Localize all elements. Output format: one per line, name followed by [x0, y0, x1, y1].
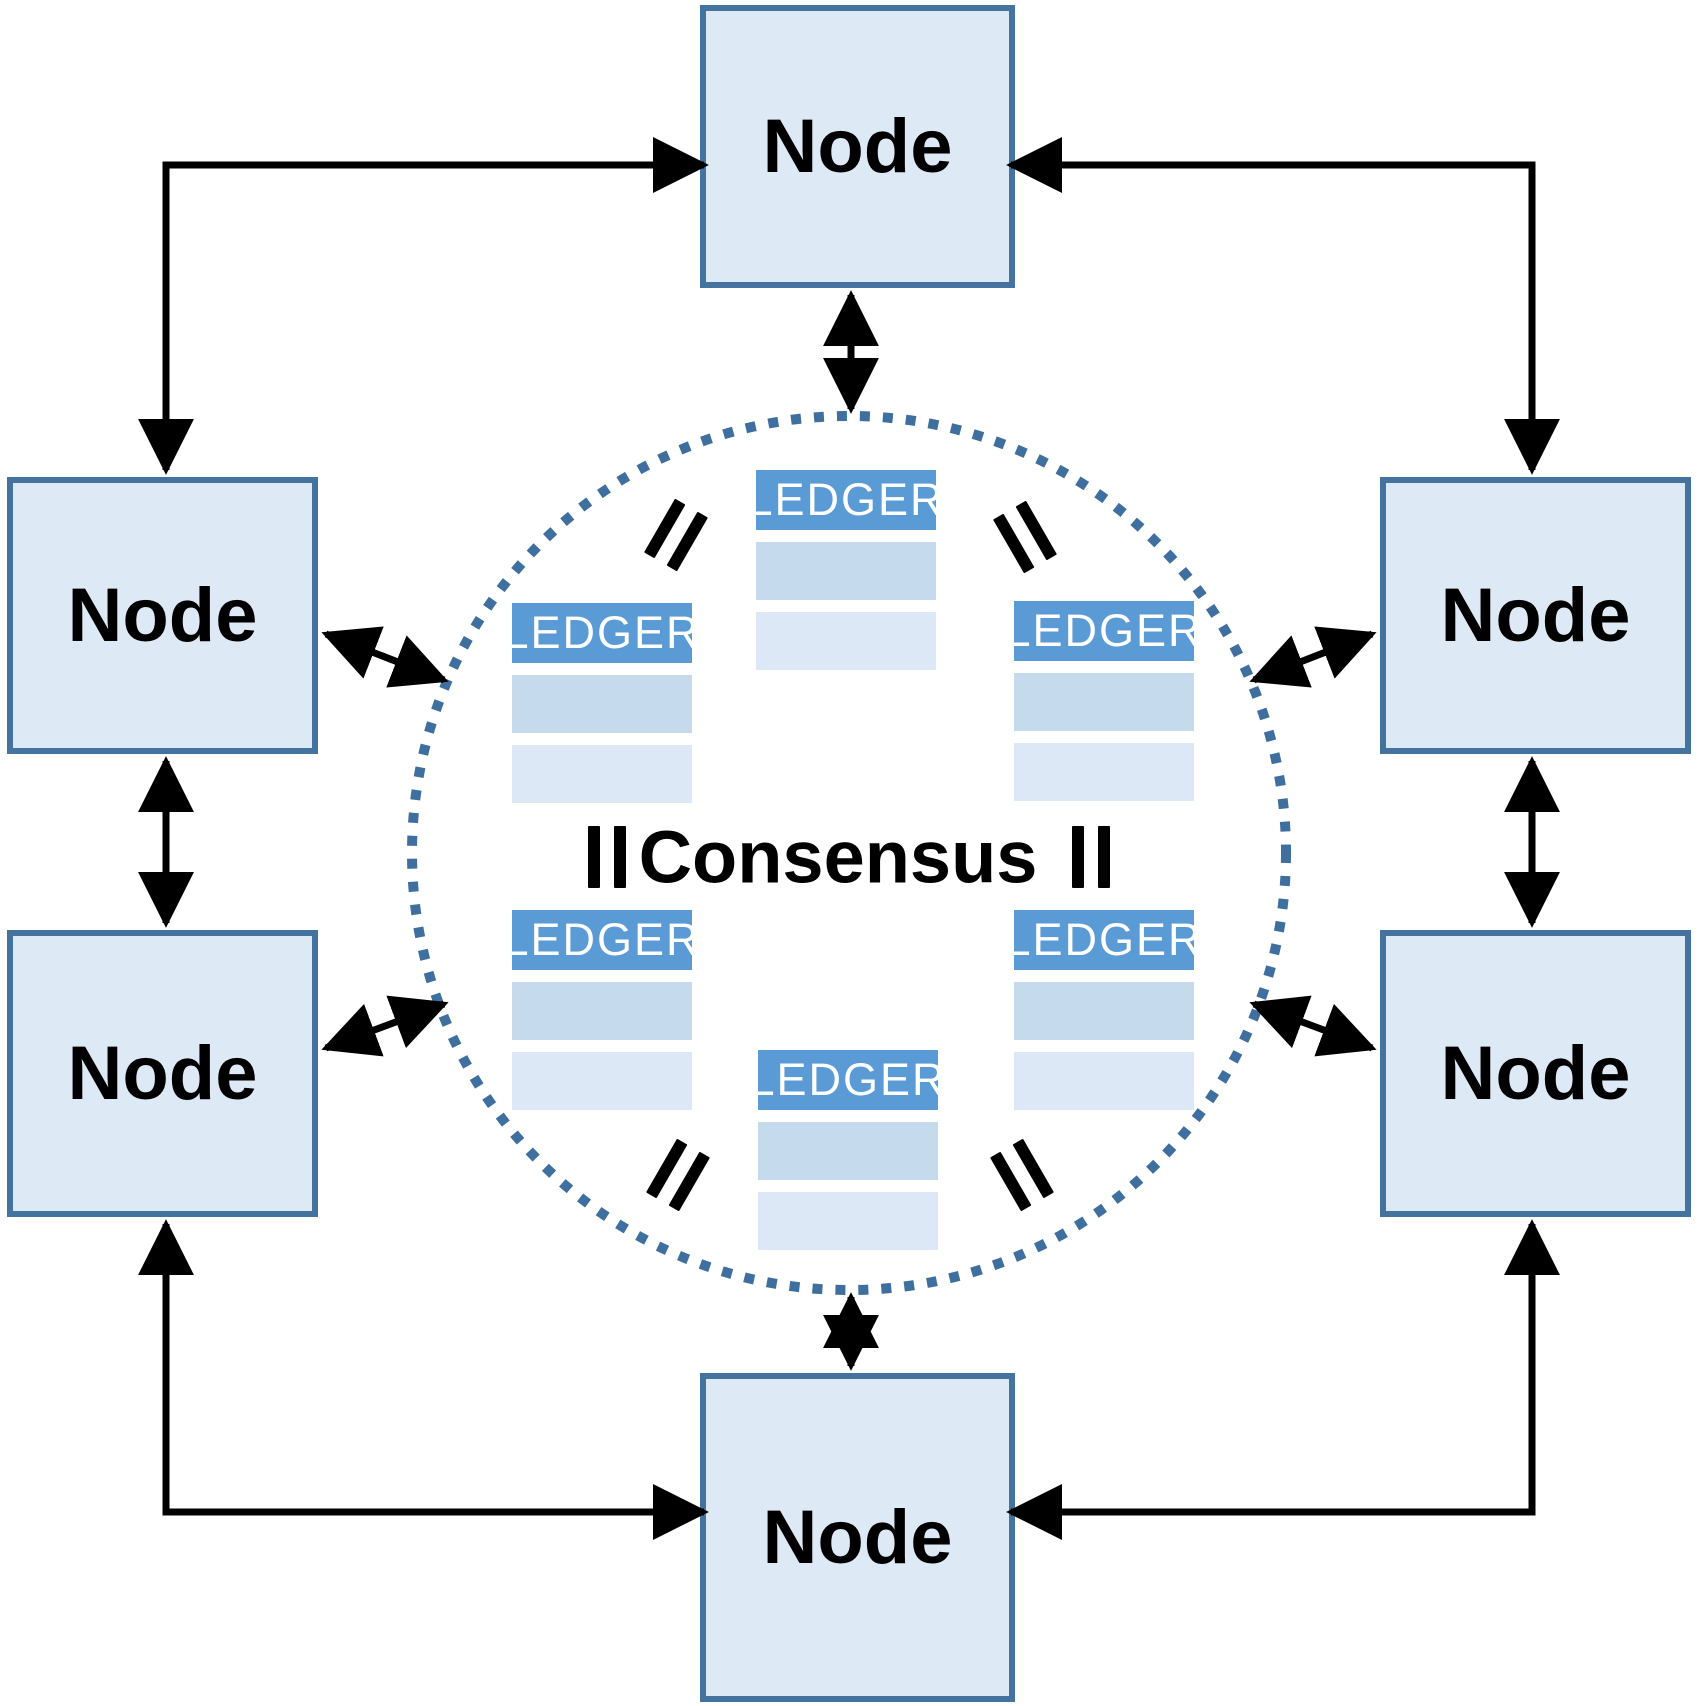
node-label: Node: [1440, 573, 1631, 658]
node-box-left-upper: Node: [7, 477, 318, 754]
node-box-right-lower: Node: [1380, 930, 1691, 1217]
arrow-right-upper-node-to-circle: [1249, 626, 1377, 688]
ledger-table-left-lower: LEDGER: [503, 910, 699, 1110]
equals-icon: [588, 826, 626, 888]
ledger-table-right-lower: LEDGER: [1005, 910, 1201, 1110]
node-label: Node: [762, 1495, 953, 1580]
ledger-header: LEDGER: [1005, 910, 1201, 970]
ledger-table-left-upper: LEDGER: [503, 603, 699, 803]
equals-icon: [1072, 826, 1110, 888]
equals-icon: [644, 498, 708, 572]
ledger-header: LEDGER: [503, 910, 699, 970]
ledger-header: LEDGER: [503, 603, 699, 663]
ledger-row: [758, 1122, 938, 1180]
ledger-table-top: LEDGER: [747, 470, 943, 670]
ledger-header: LEDGER: [1005, 601, 1201, 661]
ledger-row: [1014, 1052, 1194, 1110]
ledger-header: LEDGER: [747, 470, 943, 530]
ledger-row: [756, 612, 936, 670]
arrow-left-upper-node-to-circle: [321, 626, 449, 688]
ledger-row: [758, 1192, 938, 1250]
node-label: Node: [67, 1031, 258, 1116]
arrow-bottom-node-to-right-lower-node: [1006, 1219, 1560, 1540]
ledger-table-right-upper: LEDGER: [1005, 601, 1201, 801]
arrow-top-node-to-left-upper-node: [138, 137, 709, 475]
node-box-right-upper: Node: [1380, 477, 1691, 754]
node-label: Node: [762, 104, 953, 189]
arrow-bottom-node-to-left-lower-node: [138, 1219, 709, 1540]
arrow-left-lower-node-to-circle: [321, 995, 449, 1057]
ledger-header: LEDGER: [749, 1050, 945, 1110]
node-box-bottom: Node: [700, 1373, 1015, 1702]
node-label: Node: [1440, 1031, 1631, 1116]
ledger-row: [1014, 982, 1194, 1040]
node-box-left-lower: Node: [7, 930, 318, 1217]
equals-icon: [990, 1138, 1054, 1212]
ledger-row: [512, 1052, 692, 1110]
ledger-row: [1014, 673, 1194, 731]
node-box-top: Node: [700, 5, 1015, 288]
consensus-label: Consensus: [638, 815, 1038, 899]
ledger-row: [1014, 743, 1194, 801]
ledger-row: [756, 542, 936, 600]
arrow-right-lower-node-to-circle: [1249, 995, 1377, 1057]
node-label: Node: [67, 573, 258, 658]
arrow-top-node-to-right-upper-node: [1006, 137, 1560, 475]
ledger-row: [512, 982, 692, 1040]
equals-icon: [646, 1138, 710, 1212]
ledger-table-bottom: LEDGER: [749, 1050, 945, 1250]
ledger-row: [512, 675, 692, 733]
equals-icon: [993, 500, 1057, 574]
ledger-row: [512, 745, 692, 803]
